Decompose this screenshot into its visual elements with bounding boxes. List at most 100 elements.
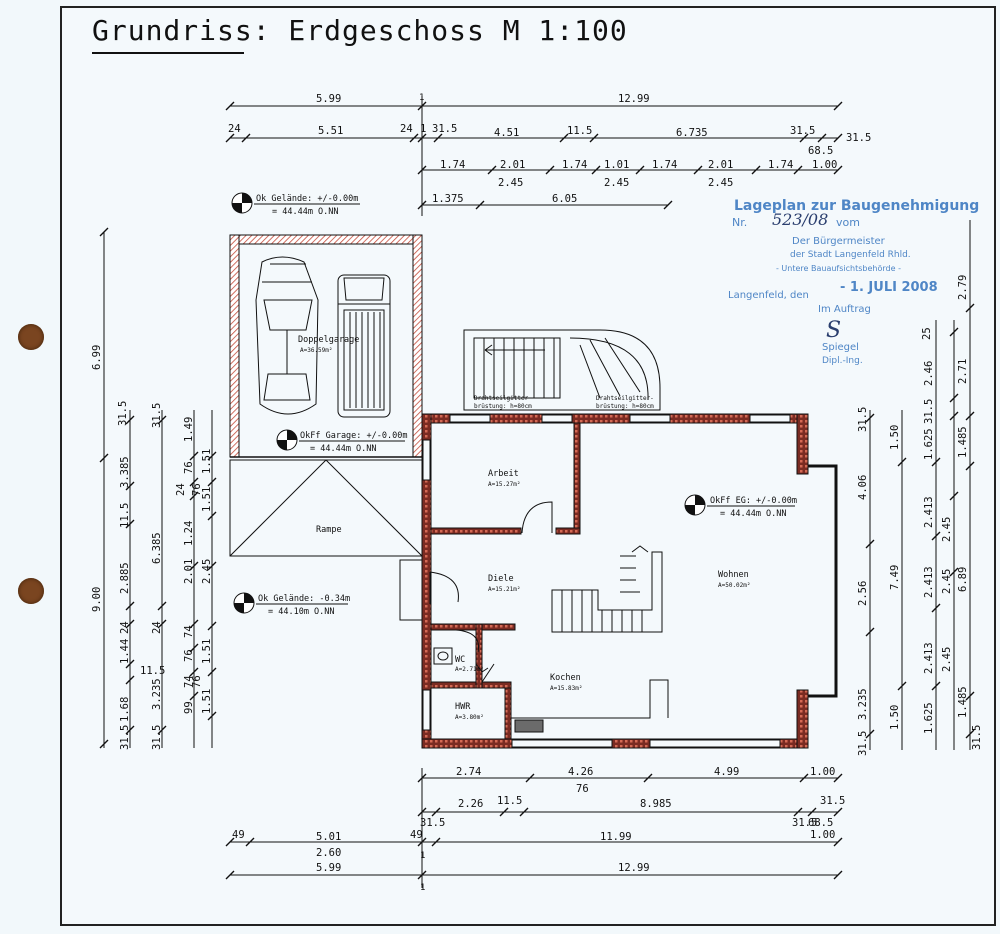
dim-right-c5: 31.5 (971, 725, 983, 750)
room-diele-name: Diele (488, 574, 514, 584)
dim-right-c5: 6.89 (957, 567, 969, 592)
dim-right-c3: 1.625 (923, 702, 935, 734)
stamp-in-order: Im Auftrag (818, 304, 871, 315)
dim-left-c4: 1.49 (183, 417, 195, 442)
dim-left-c3: 31.5 (151, 725, 163, 750)
entrance-door (399, 559, 459, 621)
dim-right-c2: 1.50 (889, 705, 901, 730)
dim-bot-r2: 31.5 (792, 817, 817, 829)
car-sedan (255, 256, 319, 415)
dim-left-c4: 74 (183, 675, 195, 688)
railing-note-left-1: Drahtseilgitter- (474, 395, 532, 402)
dim-bot-r4: 12.99 (618, 862, 650, 874)
stamp-place-label: Langenfeld, den (728, 290, 809, 301)
dim-bot-r2: 31.5 (820, 795, 845, 807)
dim-bot-r3: 1.00 (810, 829, 835, 841)
stamp-mayor: Der Bürgermeister (792, 236, 885, 247)
dim-left-c5: 76 (191, 675, 203, 688)
stamp-date: - 1. JULI 2008 (840, 280, 938, 295)
level-leaders (254, 203, 795, 605)
room-rampe-name: Rampe (316, 525, 342, 535)
railing-note-right-1: Drahtseilgitter- (596, 395, 654, 402)
dim-left-c4: 1.24 (183, 521, 195, 546)
level-eg-value: = 44.44m O.NN (720, 509, 787, 519)
dim-bot-r3: 11.99 (600, 831, 632, 843)
dim-left-c4: 24 (175, 483, 187, 496)
dim-top-r2: 5.51 (318, 125, 343, 137)
dim-top-r2: 24 (228, 123, 241, 135)
room-hwr-area: A=3.80m² (455, 714, 484, 721)
dim-right-c3: 1.625 (923, 428, 935, 460)
dim-right-c4: 2.45 (941, 569, 953, 594)
railing-note-left-2: brüstung: h=80cm (474, 403, 532, 410)
dim-right-c1: 31.5 (857, 407, 869, 432)
dim-top-r1-b: 1 (419, 93, 424, 103)
dim-top-r3: 1.74 (652, 159, 677, 171)
windows (422, 414, 791, 748)
level-markers (231, 192, 706, 614)
dim-left-c4: 76 (183, 649, 195, 662)
dim-bot-r1: 4.26 (568, 766, 593, 778)
dim-left-c3: 24 (151, 621, 163, 634)
room-hwr-name: HWR (455, 702, 471, 712)
dim-top-r2: 31.5 (790, 125, 815, 137)
dim-top-r3: 1.74 (440, 159, 465, 171)
dim-right-c3: 2.413 (923, 642, 935, 674)
dim-bot-r3: 2.60 (316, 847, 341, 859)
stamp-nr-label: Nr. (732, 216, 748, 229)
dim-top-r2: 24 (400, 123, 413, 135)
car-pickup (337, 274, 391, 418)
room-arbeit-area: A=15.27m² (488, 481, 521, 488)
dim-text-left: 6.99 9.00 31.5 3.385 11.5 2.885 24 1.44 … (91, 345, 213, 750)
dim-top-r2: 1 (420, 123, 426, 135)
dim-right-c3: 2.413 (923, 566, 935, 598)
dim-left-c2: 3.385 (119, 456, 131, 488)
dim-right-c2: 1.50 (889, 425, 901, 450)
room-garage-name: Doppelgarage (298, 335, 359, 345)
dim-top-r2: 68.5 (808, 145, 833, 157)
dim-bot-r3: 1 (420, 851, 425, 861)
dim-right-c1: 2.56 (857, 581, 869, 606)
stair-interior (551, 545, 663, 633)
dim-bot-r4: 5.99 (316, 862, 341, 874)
dim-right-c5: 1.485 (957, 426, 969, 458)
dim-left-c4: 76 (183, 461, 195, 474)
dim-left-c2: 11.5 (119, 503, 131, 528)
house-walls (421, 413, 838, 749)
dim-bot-r2: 11.5 (497, 795, 522, 807)
drawing-title: Grundriss: Erdgeschoss M 1:100 (92, 14, 628, 47)
level-gelaende-top-value: = 44.44m O.NN (272, 207, 339, 217)
dim-left-c1: 9.00 (91, 587, 103, 612)
room-wohnen-area: A=50.02m² (718, 582, 751, 589)
dim-top-r2: 31.5 (846, 132, 871, 144)
level-garage-label: OkFf Garage: +/-0.00m (300, 431, 407, 441)
dim-top-r1-a: 5.99 (316, 93, 341, 105)
dim-left-c3: 6.385 (151, 532, 163, 564)
dim-right-c4: 2.45 (941, 517, 953, 542)
door-swings (455, 501, 553, 683)
dim-left-c5: 2.45 (201, 559, 213, 584)
level-labels: Ok Gelände: +/-0.00m = 44.44m O.NN OkFf … (256, 194, 797, 617)
dim-top-r4: 1.375 (432, 193, 464, 205)
dim-left-c2: 31.5 (117, 401, 129, 426)
dim-top-r2: 4.51 (494, 127, 519, 139)
dim-top-r2: 31.5 (432, 123, 457, 135)
dim-left-c2: 1.44 (119, 639, 131, 664)
garage-walls (229, 234, 423, 458)
dim-bot-r2: 8.985 (640, 798, 672, 810)
dim-bot-r1: 76 (576, 783, 589, 795)
level-eg-label: OkFf EG: +/-0.00m (710, 496, 797, 506)
stamp-authority: - Untere Bauaufsichtsbehörde - (776, 264, 901, 273)
room-wc-name: WC (455, 655, 465, 665)
stamp-heading: Lageplan zur Baugenehmigung (734, 198, 980, 214)
dim-top-r3b: 2.45 (498, 177, 523, 189)
drawing-frame (60, 6, 996, 926)
stair-top (463, 329, 661, 411)
dim-lines-left (99, 227, 217, 749)
railing-note-right-2: brüstung: h=80cm (596, 403, 654, 410)
room-labels: Doppelgarage A=36.59m² Rampe Arbeit A=15… (298, 335, 751, 721)
dim-bot-r4: 1 (420, 883, 425, 893)
railing-notes: Drahtseilgitter- brüstung: h=80cm Drahts… (474, 395, 654, 410)
